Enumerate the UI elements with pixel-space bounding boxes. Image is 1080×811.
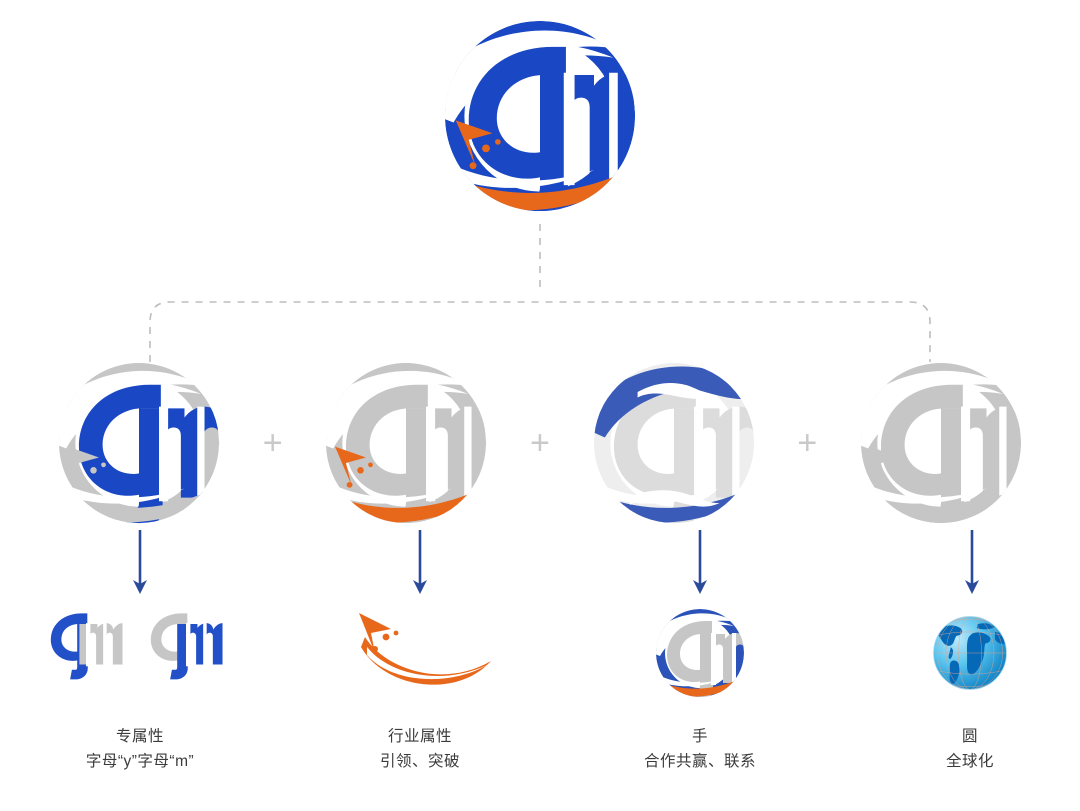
logo-circle-blue-arc — [444, 20, 636, 212]
caption-detail: 合作共赢、联系 — [643, 753, 756, 770]
caption-hands: 手 合作共赢、联系 — [600, 724, 800, 774]
component-circle[interactable] — [850, 352, 1032, 534]
component-row: + — [0, 352, 1080, 534]
connector-lines — [149, 224, 931, 362]
meaning-icon-globe — [900, 598, 1040, 708]
meaning-icon-row — [0, 598, 1080, 718]
ym-logo-swoosh-highlight-icon — [326, 362, 487, 524]
caption-detail: 引领、突破 — [379, 753, 460, 770]
meaning-icon-hands — [620, 598, 780, 708]
plus-icon-1: + — [262, 424, 283, 462]
meaning-icon-letterform — [30, 598, 250, 708]
down-arrow-icon-3 — [680, 528, 720, 600]
plus-icon-3: + — [797, 424, 818, 462]
caption-row: 专属性 字母“y”字母“m” 行业属性 引领、突破 手 合作共赢、联系 圆 全球… — [0, 724, 1080, 804]
down-arrow-icon-1 — [120, 528, 160, 600]
logo-orange-arrow — [455, 120, 501, 170]
component-hands[interactable] — [583, 352, 765, 534]
caption-detail: 字母“y”字母“m” — [85, 753, 195, 770]
plus-icon-2: + — [530, 424, 550, 462]
orange-swoosh-arrow-icon — [359, 613, 491, 685]
component-letterform[interactable] — [48, 352, 230, 534]
caption-letterform: 专属性 字母“y”字母“m” — [30, 724, 250, 774]
caption-title: 手 — [691, 728, 708, 745]
component-industry[interactable] — [315, 352, 497, 534]
arrow-row — [0, 528, 1080, 600]
master-logo — [432, 8, 648, 224]
ym-logo-small-icon — [656, 609, 744, 697]
caption-title: 行业属性 — [387, 728, 452, 745]
caption-detail: 全球化 — [945, 753, 994, 770]
ym-logo-circle-highlight-icon — [860, 362, 1022, 524]
ym-letterforms-pair-icon — [50, 613, 223, 680]
globe-earth-icon — [933, 616, 1007, 690]
ym-logo-letters-highlight-icon — [58, 362, 220, 524]
caption-title: 圆 — [961, 728, 978, 745]
caption-industry: 行业属性 引领、突破 — [320, 724, 520, 774]
down-arrow-icon-4 — [952, 528, 992, 600]
ym-logo-hands-highlight-icon — [593, 362, 754, 524]
caption-circle: 圆 全球化 — [880, 724, 1060, 774]
caption-title: 专属性 — [115, 728, 164, 745]
meaning-icon-industry — [330, 598, 510, 708]
down-arrow-icon-2 — [400, 528, 440, 600]
